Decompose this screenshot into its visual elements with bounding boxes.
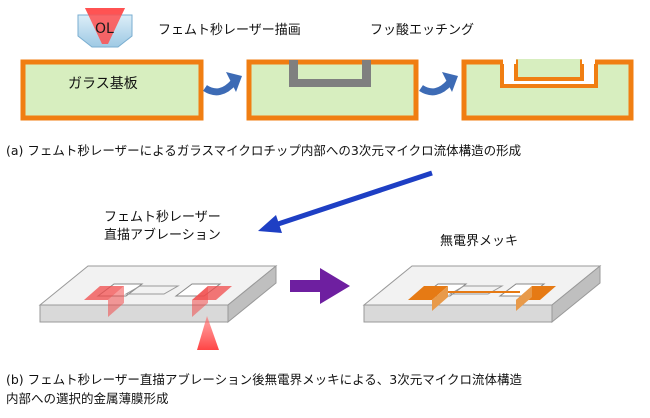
ol-label: OL [95, 21, 114, 37]
caption-b-line1: (b) フェムト秒レーザー直描アブレーション後無電界メッキによる、3次元マイクロ… [6, 372, 522, 387]
hf-etch-label: フッ酸エッチング [370, 23, 475, 38]
caption-b-line2: 内部への選択的金属薄膜形成 [6, 391, 169, 406]
laser-focus-cone [197, 316, 219, 350]
modified-region [289, 60, 371, 87]
glass-substrate-1 [20, 59, 204, 121]
femto-draw-label: フェムト秒レーザー描画 [158, 23, 301, 38]
process-arrow-2 [419, 72, 458, 96]
transition-arrow [258, 170, 433, 233]
glass-substrate-2 [246, 59, 419, 121]
ablation-label-1: フェムト秒レーザー [104, 210, 221, 225]
caption-a: (a) フェムト秒レーザーによるガラスマイクロチップ内部への3次元マイクロ流体構… [6, 143, 522, 158]
glass-substrate-label: ガラス基板 [68, 76, 138, 92]
plating-label: 無電界メッキ [440, 234, 519, 249]
microchip-plated [362, 264, 602, 324]
glass-substrate-3 [461, 57, 634, 121]
ablation-label-2: 直描アブレーション [104, 228, 221, 243]
microchip-ablation [38, 264, 278, 350]
process-arrow-1 [203, 72, 242, 96]
process-arrow-3 [290, 268, 350, 304]
objective-lens [77, 8, 133, 48]
